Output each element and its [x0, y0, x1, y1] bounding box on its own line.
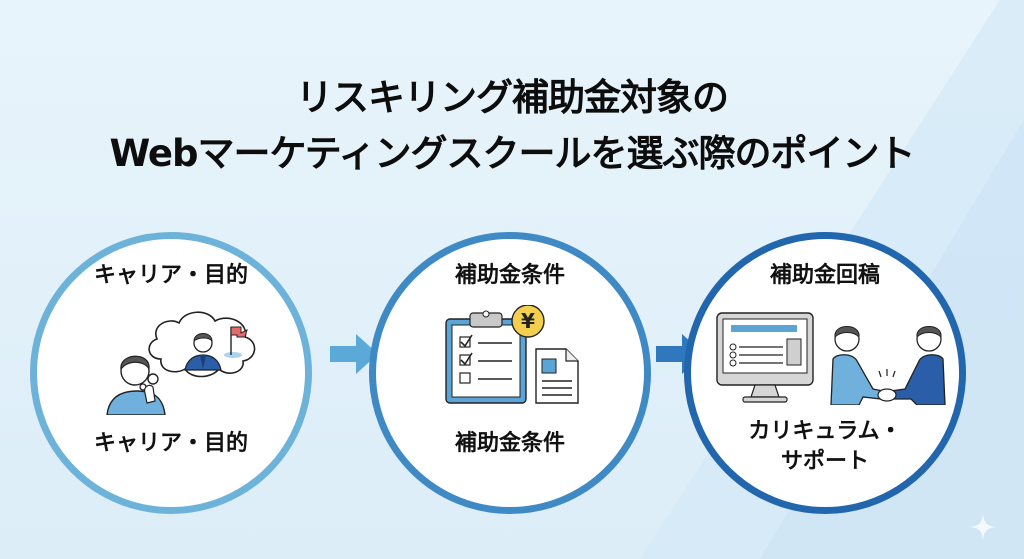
step-2-top-label: 補助金条件: [454, 263, 565, 288]
monitor-handshake-icon: [716, 312, 946, 405]
step-3-bottom-label: カリキュラム・ サポート: [691, 417, 959, 477]
step-circle-curriculum-support: 補助金回稿 カリキュラム・ サポート: [684, 232, 966, 514]
page-title: リスキリング補助金対象の Webマーケティングスクールを選ぶ際のポイント: [0, 70, 1024, 182]
arrow-right-icon: [330, 334, 378, 374]
title-line-1: リスキリング補助金対象の: [296, 76, 729, 119]
step-2-bottom-label: 補助金条件: [454, 431, 565, 456]
step-1-top-label: キャリア・目的: [93, 263, 248, 288]
thinking-person-career-goal-icon: [106, 311, 256, 415]
step-circle-subsidy-conditions: 補助金条件 ¥ 補助金条件: [369, 232, 651, 514]
step-3-bottom-label-line-1: カリキュラム・: [748, 419, 902, 444]
step-3-top-label: 補助金回稿: [769, 263, 880, 288]
checklist-yen-document-icon: ¥: [445, 305, 579, 404]
title-line-2: Webマーケティングスクールを選ぶ際のポイント: [109, 132, 915, 175]
step-1-bottom-label: キャリア・目的: [93, 431, 248, 456]
sparkle-icon: [970, 514, 996, 540]
step-circle-career: キャリア・目的 キャリア・目的: [30, 232, 312, 514]
svg-text:¥: ¥: [521, 309, 535, 333]
step-3-bottom-label-line-2: サポート: [780, 449, 869, 474]
